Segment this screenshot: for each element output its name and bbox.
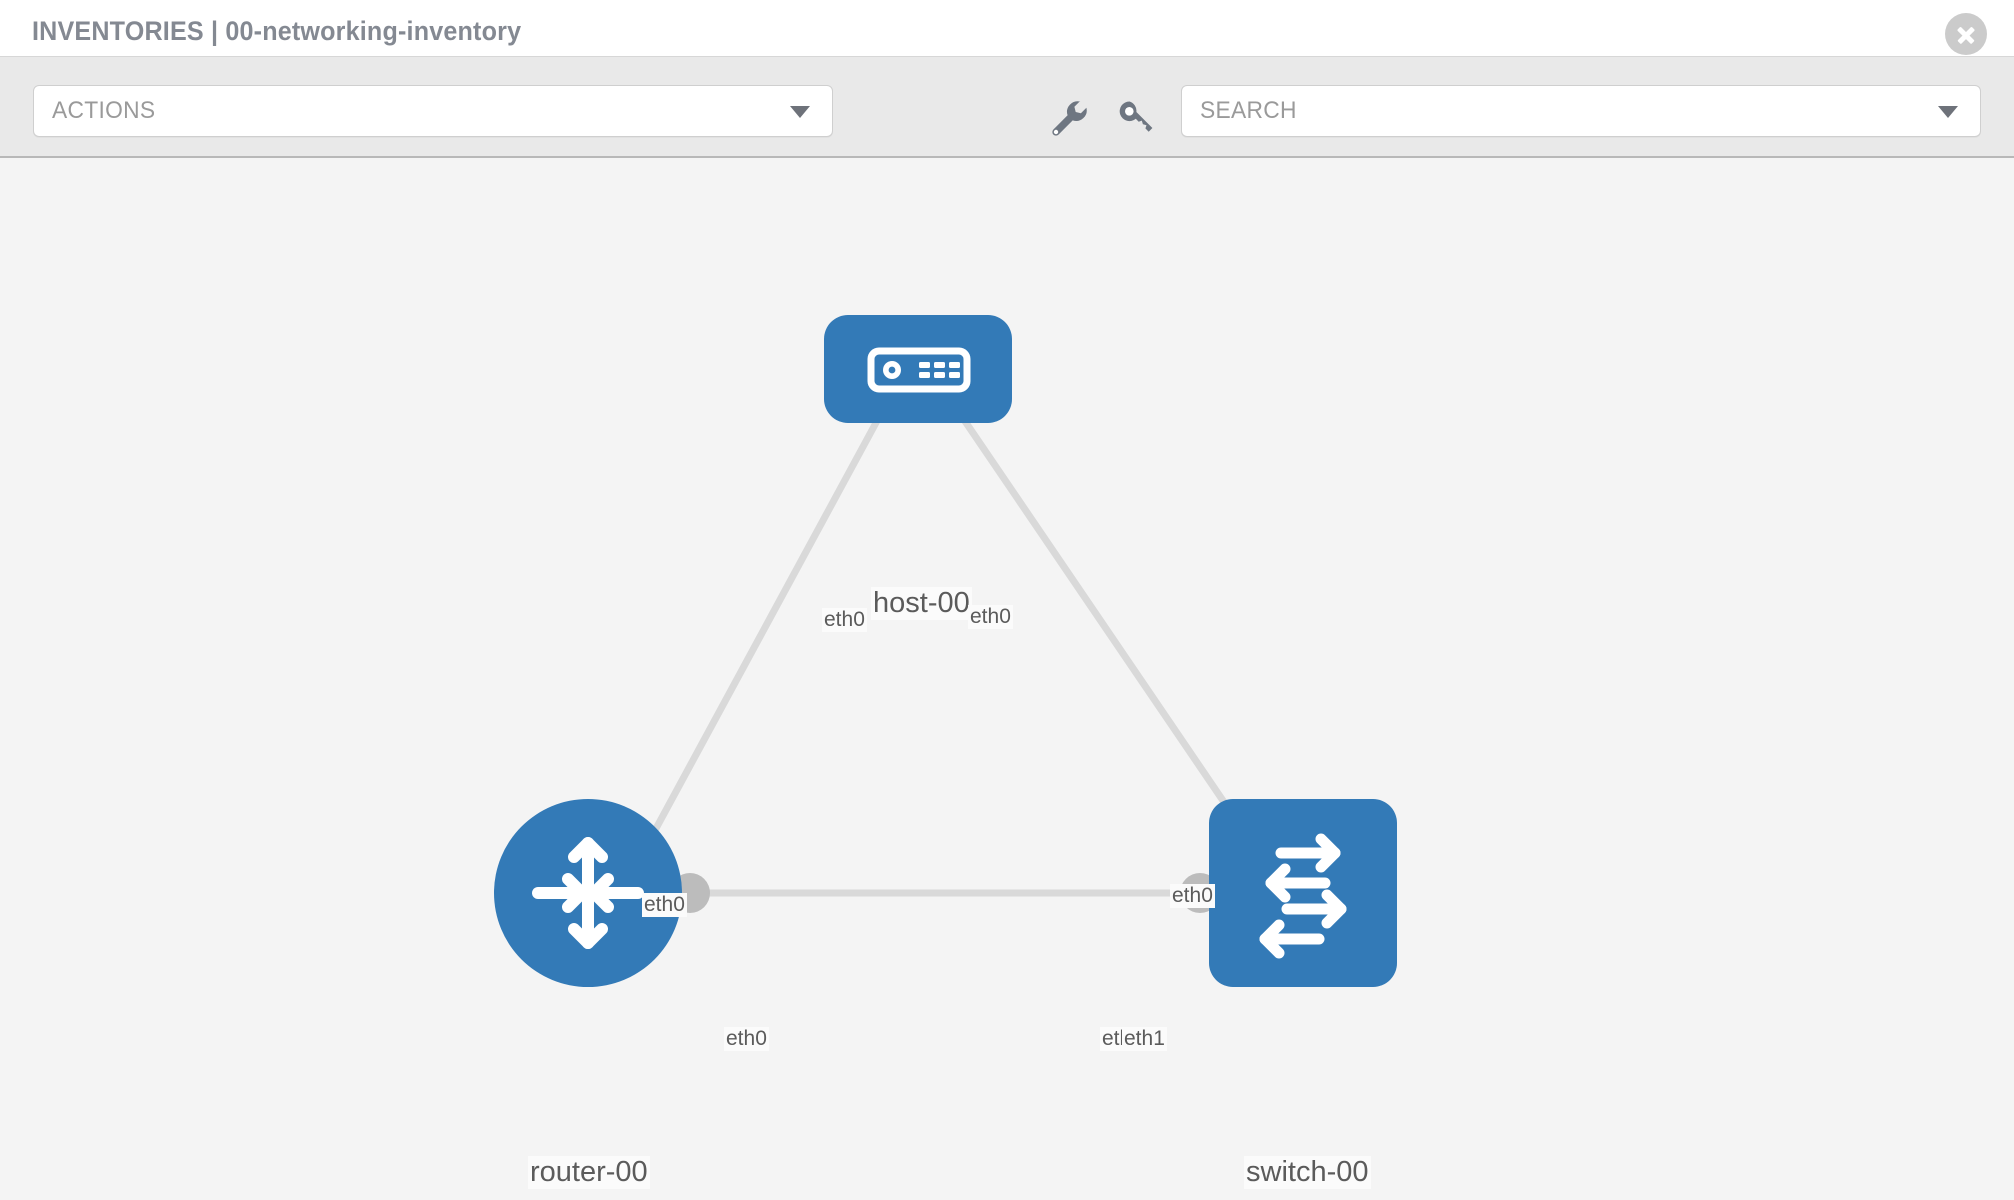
interface-label-switch-router: eth1	[1122, 1027, 1167, 1052]
actions-dropdown[interactable]: ACTIONS	[33, 85, 833, 137]
node-label-router-00: router-00	[528, 1156, 650, 1190]
node-label-switch-00: switch-00	[1244, 1156, 1371, 1190]
chevron-down-icon	[790, 106, 810, 118]
interface-label-host-switch: eth0	[968, 605, 1013, 630]
page-title: INVENTORIES | 00-networking-inventory	[32, 16, 522, 46]
chevron-down-icon	[1938, 106, 1958, 118]
close-icon[interactable]	[1945, 13, 1987, 55]
link-host-router	[636, 404, 888, 862]
node-label-host-00: host-00	[871, 587, 972, 621]
actions-dropdown-label: ACTIONS	[52, 97, 156, 124]
topology-node-host-00[interactable]	[824, 315, 1012, 423]
link-lines	[636, 404, 1266, 897]
key-icon[interactable]	[1113, 93, 1159, 139]
interface-label-host-router: eth0	[822, 608, 867, 633]
interface-label-router-switch: eth0	[724, 1027, 769, 1052]
toolbar: ACTIONS SEARCH	[0, 56, 2014, 158]
search-placeholder: SEARCH	[1200, 97, 1297, 124]
interface-label-router-host: eth0	[642, 893, 687, 918]
link-connectors	[630, 370, 1258, 913]
search-input[interactable]: SEARCH	[1181, 85, 1981, 137]
switch-arrows-icon	[1259, 833, 1347, 959]
link-host-switch	[952, 404, 1266, 862]
topology-node-switch-00[interactable]	[1209, 799, 1397, 987]
server-appliance-icon	[867, 347, 971, 393]
router-arrows-icon	[532, 837, 644, 949]
interface-label-switch-host: eth0	[1170, 884, 1215, 909]
topology-canvas[interactable]: host-00 router-00 switch-00 eth0 eth0 et…	[0, 158, 2014, 1200]
wrench-icon[interactable]	[1044, 93, 1090, 139]
